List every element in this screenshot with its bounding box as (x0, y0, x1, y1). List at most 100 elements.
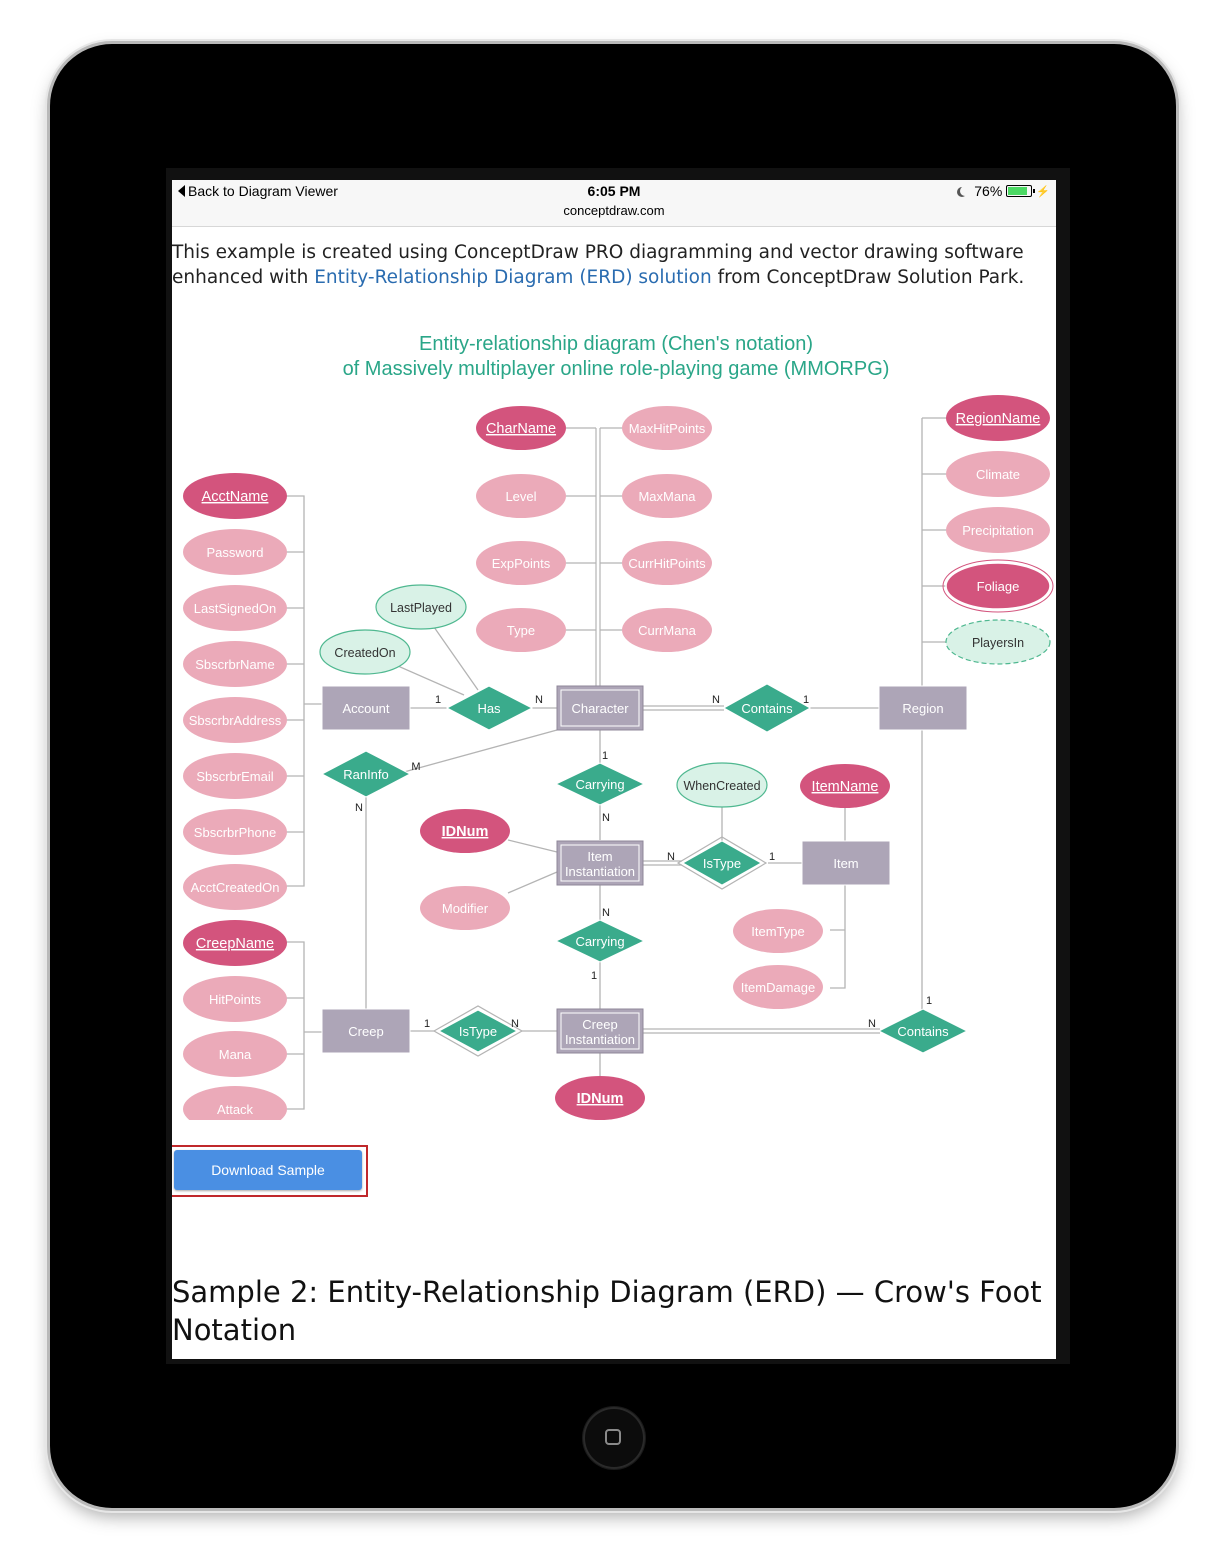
svg-text:N: N (602, 812, 610, 824)
back-to-diagram-viewer-link[interactable]: Back to Diagram Viewer (178, 183, 338, 199)
svg-text:Climate: Climate (976, 467, 1020, 482)
attr-attack: Attack (183, 1086, 287, 1120)
moon-icon (960, 186, 970, 196)
sample-2-heading: Sample 2: Entity-Relationship Diagram (E… (172, 1275, 1042, 1347)
svg-text:Account: Account (343, 701, 390, 716)
attr-sbscrbraddress: SbscrbrAddress (183, 697, 287, 743)
svg-text:CreatedOn: CreatedOn (334, 646, 395, 660)
entity-account: Account (321, 685, 411, 731)
cardinality-labels: 1 N N 1 M N 1 N N 1 N 1 1 N N 1 (355, 694, 932, 1030)
svg-text:Modifier: Modifier (442, 901, 489, 916)
attr-charname: CharName (476, 406, 566, 450)
svg-text:N: N (602, 907, 610, 919)
charging-bolt-icon: ⚡ (1036, 185, 1050, 198)
attr-lastplayed: LastPlayed (375, 584, 467, 630)
svg-text:Level: Level (505, 489, 536, 504)
attr-type: Type (476, 608, 566, 652)
svg-text:CurrHitPoints: CurrHitPoints (628, 556, 706, 571)
svg-text:Type: Type (507, 623, 535, 638)
svg-text:N: N (535, 694, 543, 706)
relationship-raninfo: RanInfo (320, 750, 412, 798)
relationship-carrying-top: Carrying (554, 762, 646, 806)
svg-text:MaxMana: MaxMana (638, 489, 696, 504)
entity-item-instantiation: Item Instantiation (556, 840, 644, 886)
erd-diagram: .ln { stroke:#b4b4b4; stroke-width:1.3; … (183, 333, 1054, 1120)
svg-text:Instantiation: Instantiation (565, 1032, 635, 1047)
svg-text:HitPoints: HitPoints (209, 992, 262, 1007)
svg-text:Precipitation: Precipitation (962, 523, 1034, 538)
svg-text:CreepName: CreepName (196, 936, 274, 952)
relationship-istype-item: IsType (676, 836, 768, 890)
attr-exppoints: ExpPoints (476, 541, 566, 585)
svg-text:ExpPoints: ExpPoints (492, 556, 551, 571)
svg-text:Contains: Contains (741, 701, 793, 716)
relationship-istype-creep: IsType (432, 1005, 524, 1057)
entity-region: Region (878, 685, 968, 731)
diagram-title-line2: of Massively multiplayer online role-pla… (343, 358, 890, 380)
diagram-title-line1: Entity-relationship diagram (Chen's nota… (419, 333, 813, 355)
svg-text:Region: Region (902, 701, 943, 716)
attr-acctname: AcctName (183, 473, 287, 519)
back-label: Back to Diagram Viewer (188, 183, 338, 199)
svg-text:N: N (355, 802, 363, 814)
svg-text:CurrMana: CurrMana (638, 623, 697, 638)
attr-mana: Mana (183, 1031, 287, 1077)
svg-text:N: N (868, 1018, 876, 1030)
attr-sbscrbrphone: SbscrbrPhone (183, 809, 287, 855)
svg-text:SbscrbrAddress: SbscrbrAddress (189, 713, 282, 728)
svg-text:AcctCreatedOn: AcctCreatedOn (191, 880, 280, 895)
intro-paragraph: This example is created using ConceptDra… (172, 240, 1056, 290)
attr-regionname: RegionName (946, 395, 1050, 441)
entity-item: Item (801, 840, 891, 886)
svg-text:Carrying: Carrying (575, 934, 624, 949)
svg-text:LastPlayed: LastPlayed (390, 601, 452, 615)
svg-text:ItemType: ItemType (751, 924, 804, 939)
svg-text:Attack: Attack (217, 1102, 254, 1117)
battery-percent: 76% (974, 183, 1003, 199)
svg-text:Creep: Creep (348, 1024, 383, 1039)
svg-text:1: 1 (591, 970, 597, 982)
url-domain[interactable]: conceptdraw.com (563, 203, 665, 218)
attr-createdon: CreatedOn (319, 629, 411, 675)
svg-text:1: 1 (926, 995, 932, 1007)
entity-creep: Creep (321, 1008, 411, 1054)
entity-character: Character (556, 685, 644, 731)
relationship-has: Has (445, 685, 534, 731)
attr-sbscrbrname: SbscrbrName (183, 641, 287, 687)
svg-text:Character: Character (571, 701, 629, 716)
svg-text:ItemDamage: ItemDamage (741, 980, 815, 995)
svg-text:LastSignedOn: LastSignedOn (194, 601, 276, 616)
attr-lastsignedon: LastSignedOn (183, 585, 287, 631)
svg-text:Item: Item (833, 856, 858, 871)
svg-text:WhenCreated: WhenCreated (683, 779, 760, 793)
svg-text:AcctName: AcctName (202, 489, 269, 505)
attr-sbscrbremail: SbscrbrEmail (183, 753, 287, 799)
home-button[interactable] (583, 1407, 645, 1469)
svg-text:Item: Item (587, 849, 612, 864)
browser-screen: Back to Diagram Viewer 6:05 PM conceptdr… (172, 180, 1056, 1359)
svg-text:N: N (667, 851, 675, 863)
svg-text:Instantiation: Instantiation (565, 864, 635, 879)
attr-currmana: CurrMana (622, 608, 712, 652)
svg-text:CharName: CharName (486, 421, 556, 437)
svg-text:SbscrbrPhone: SbscrbrPhone (194, 825, 276, 840)
svg-text:Has: Has (477, 701, 501, 716)
attr-idnum-creep: IDNum (555, 1076, 645, 1120)
svg-text:1: 1 (769, 851, 775, 863)
relationship-carrying-bottom: Carrying (554, 919, 646, 963)
attr-climate: Climate (946, 451, 1050, 497)
status-time: 6:05 PM (587, 183, 641, 199)
relationship-contains-bottom: Contains (877, 1008, 969, 1054)
erd-solution-link[interactable]: Entity-Relationship Diagram (ERD) soluti… (314, 267, 712, 288)
attr-idnum-item: IDNum (420, 809, 510, 853)
download-sample-button[interactable]: Download Sample (174, 1150, 362, 1190)
attr-creepname: CreepName (183, 920, 287, 966)
attr-itemname: ItemName (800, 764, 890, 808)
home-square-icon (605, 1429, 621, 1445)
svg-text:Mana: Mana (219, 1047, 252, 1062)
attr-maxhitpoints: MaxHitPoints (622, 406, 712, 450)
attr-whencreated: WhenCreated (676, 762, 768, 808)
svg-text:IDNum: IDNum (442, 824, 489, 840)
svg-text:IsType: IsType (703, 856, 741, 871)
attr-level: Level (476, 474, 566, 518)
